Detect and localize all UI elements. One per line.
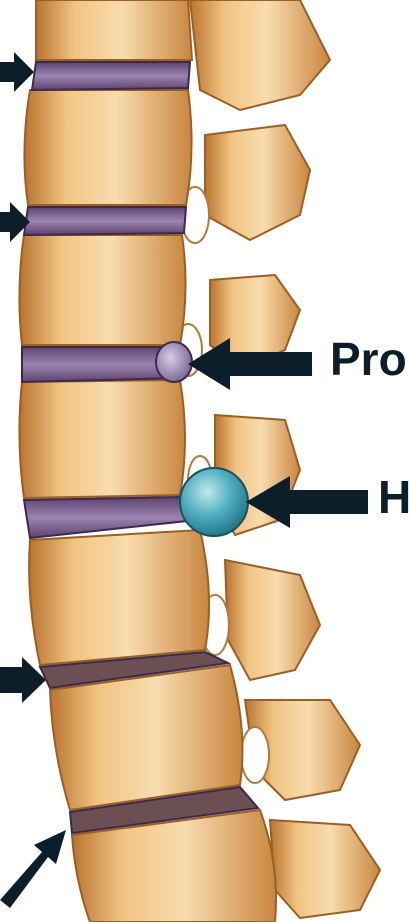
- protrusion-label: Pro: [330, 336, 407, 382]
- herniation-label: H: [378, 474, 410, 520]
- arrow-disc-1: [0, 52, 34, 92]
- disc-herniation: [180, 468, 248, 536]
- arrow-disc-6: [0, 830, 66, 908]
- disc-protrusion: [156, 342, 192, 382]
